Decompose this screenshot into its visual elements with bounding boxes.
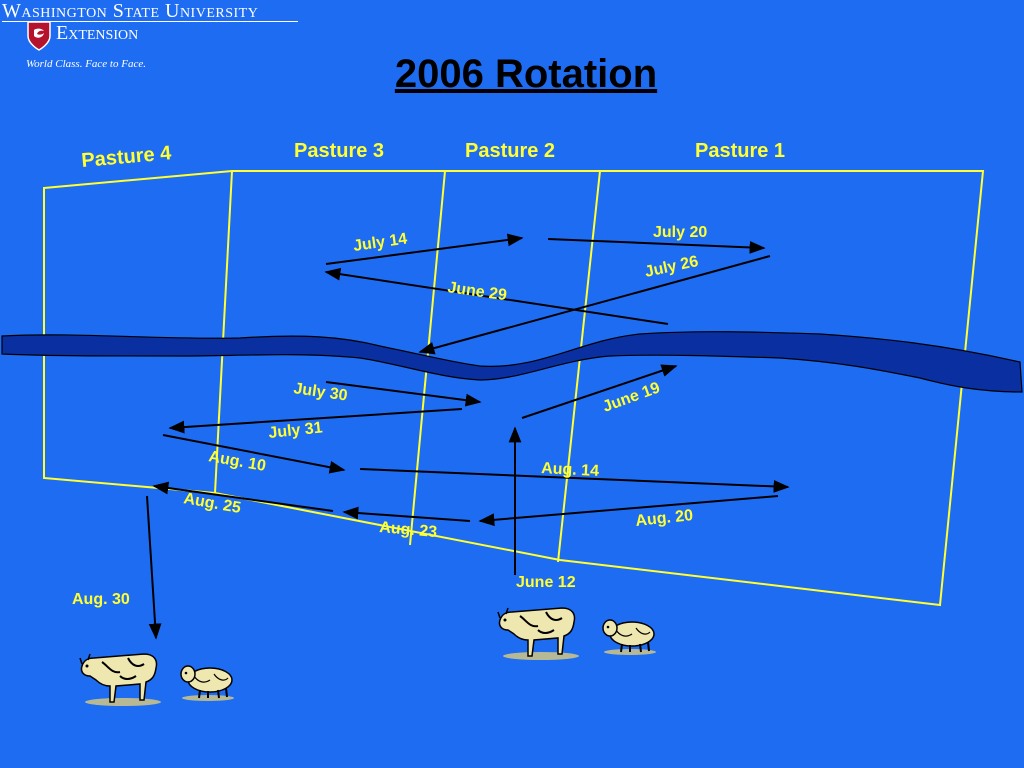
logo-institution: Washington State University	[2, 0, 259, 22]
move-label-aug-25: Aug. 25	[182, 490, 242, 517]
fence-divider-2-1	[557, 170, 601, 563]
arrow-june-29	[324, 267, 669, 325]
move-label-june-29: June 29	[446, 279, 507, 304]
sheep-icon	[602, 619, 656, 655]
arrow-july-20	[547, 238, 766, 254]
cow-icon	[79, 653, 161, 706]
pasture-2-label: Pasture 2	[465, 140, 555, 162]
livestock-end	[79, 653, 234, 706]
logo-unit: Extension	[56, 22, 139, 44]
wsu-extension-logo: Washington State University Extension Wo…	[0, 0, 300, 80]
move-label-aug-14: Aug. 14	[541, 460, 600, 480]
move-label-july-31: July 31	[268, 419, 324, 442]
arrow-aug-30	[146, 495, 162, 640]
arrow-aug-14	[359, 468, 790, 493]
move-label-aug-23: Aug. 23	[379, 519, 438, 541]
arrow-july-31	[168, 408, 463, 434]
cow-icon	[497, 607, 579, 660]
move-label-july-20: July 20	[653, 224, 707, 241]
logo-divider	[2, 21, 298, 22]
river	[1, 331, 1023, 393]
arrow-june-19	[521, 364, 678, 419]
pasture-fences	[43, 170, 985, 607]
arrow-aug-23	[342, 506, 471, 522]
shield-icon	[27, 21, 51, 51]
pasture-3-label: Pasture 3	[294, 140, 384, 162]
sheep-icon	[180, 665, 234, 701]
move-arrows	[146, 233, 790, 640]
logo-tagline: World Class. Face to Face.	[26, 58, 146, 70]
livestock-start	[497, 607, 656, 660]
arrow-aug-10	[162, 434, 346, 474]
move-label-july-14: July 14	[352, 231, 408, 255]
fence-divider-4-3	[214, 170, 233, 494]
arrow-july-26	[418, 255, 771, 355]
pasture-4-label: Pasture 4	[81, 142, 173, 172]
move-label-aug-20: Aug. 20	[635, 507, 694, 530]
page-title: 2006 Rotation	[394, 52, 658, 96]
arrow-aug-25	[152, 481, 334, 512]
arrow-aug-20	[478, 495, 779, 527]
pasture-1-label: Pasture 1	[695, 140, 785, 162]
arrow-july-14	[325, 233, 524, 265]
move-label-aug-30: Aug. 30	[72, 591, 130, 608]
arrow-july-30	[325, 381, 482, 407]
move-label-june-19: June 19	[601, 379, 663, 415]
fence-outer	[43, 170, 985, 607]
move-label-june-12: June 12	[516, 574, 576, 591]
